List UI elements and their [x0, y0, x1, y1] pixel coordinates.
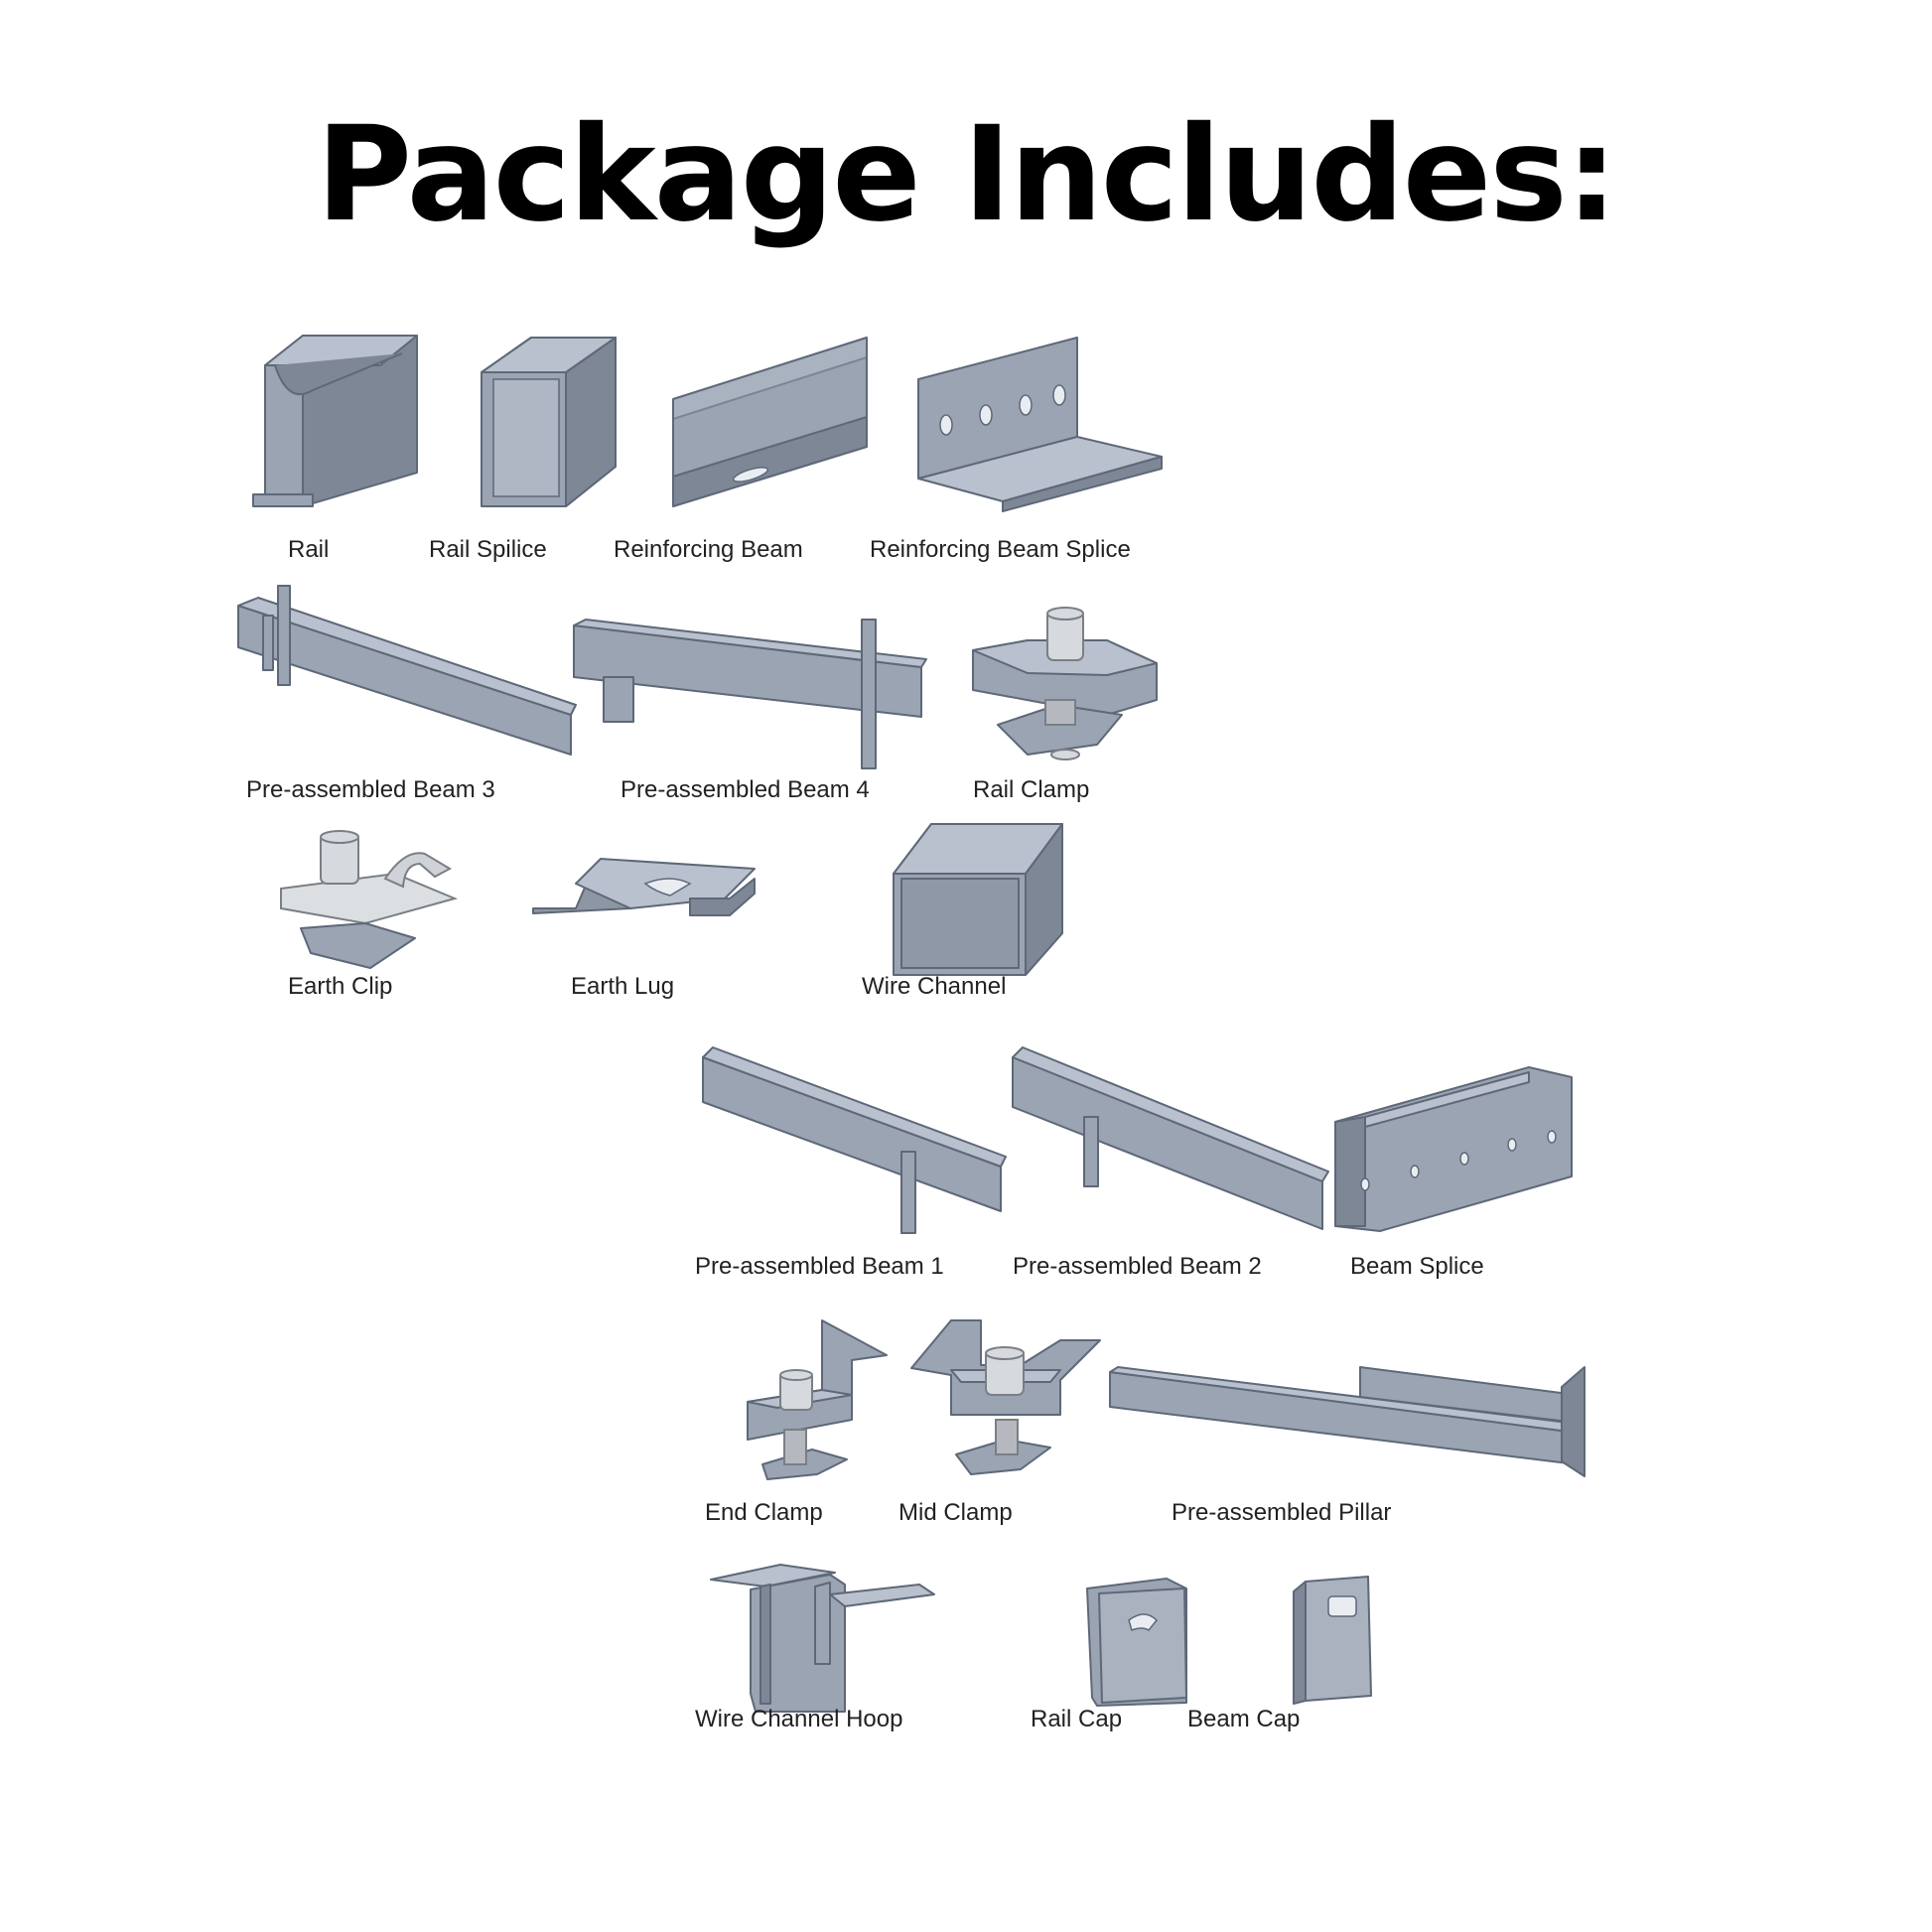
part-label-pre-assembled-pillar: Pre-assembled Pillar	[1172, 1499, 1392, 1526]
part-label-wire-channel-hoop: Wire Channel Hoop	[695, 1706, 903, 1732]
part-label-beam-splice: Beam Splice	[1350, 1253, 1484, 1280]
reinforcing-beam-image	[672, 337, 868, 507]
pre-assembled-beam-3-image	[237, 585, 577, 756]
part-label-rail: Rail	[288, 536, 330, 563]
pre-assembled-beam-2-image	[1012, 1046, 1329, 1230]
part-label-wire-channel: Wire Channel	[862, 973, 1007, 1000]
earth-lug-image	[532, 858, 756, 916]
part-label-pre-assembled-beam-1: Pre-assembled Beam 1	[695, 1253, 944, 1280]
rail-splice-image	[481, 337, 617, 507]
rail-image	[252, 335, 418, 507]
rail-clamp-image	[972, 607, 1158, 760]
wire-channel-image	[893, 823, 1063, 976]
earth-clip-image	[280, 830, 459, 969]
part-label-earth-lug: Earth Lug	[571, 973, 675, 1000]
end-clamp-image	[747, 1319, 888, 1480]
pre-assembled-beam-4-image	[573, 619, 927, 769]
part-label-pre-assembled-beam-4: Pre-assembled Beam 4	[621, 776, 870, 803]
part-label-reinforcing-beam: Reinforcing Beam	[614, 536, 803, 563]
part-label-rail-clamp: Rail Clamp	[973, 776, 1090, 803]
beam-splice-image	[1334, 1066, 1573, 1232]
part-label-pre-assembled-beam-2: Pre-assembled Beam 2	[1013, 1253, 1262, 1280]
mid-clamp-image	[910, 1319, 1101, 1475]
part-label-earth-clip: Earth Clip	[288, 973, 393, 1000]
part-label-mid-clamp: Mid Clamp	[898, 1499, 1013, 1526]
part-label-end-clamp: End Clamp	[705, 1499, 823, 1526]
rail-cap-image	[1086, 1578, 1187, 1707]
beam-cap-image	[1293, 1576, 1372, 1705]
part-label-beam-cap: Beam Cap	[1187, 1706, 1301, 1732]
wire-channel-hoop-image	[710, 1564, 935, 1713]
page-title: Package Includes:	[316, 98, 1617, 251]
pre-assembled-beam-1-image	[702, 1046, 1007, 1234]
part-label-pre-assembled-beam-3: Pre-assembled Beam 3	[246, 776, 495, 803]
part-label-rail-splice: Rail Spilice	[429, 536, 547, 563]
pre-assembled-pillar-image	[1109, 1366, 1586, 1477]
reinforcing-beam-splice-image	[917, 337, 1163, 512]
part-label-rail-cap: Rail Cap	[1031, 1706, 1123, 1732]
part-label-reinforcing-beam-splice: Reinforcing Beam Splice	[870, 536, 1131, 563]
